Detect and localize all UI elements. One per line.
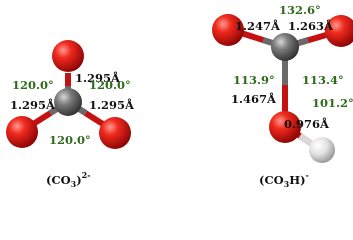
- carbonate-carbon: [54, 88, 82, 116]
- bicarbonate-oxygen-right: [325, 15, 353, 47]
- bicarbonate-bond-right-label: 1.263Å: [288, 19, 334, 33]
- bicarbonate-bond-left-label: 1.247Å: [235, 19, 281, 33]
- bicarbonate-angle-left-label: 113.9°: [233, 73, 275, 87]
- carbonate-bond-left-label: 1.295Å: [10, 98, 56, 112]
- bicarbonate-molecule: 132.6° 1.247Å 1.263Å 113.9° 113.4° 1.467…: [212, 3, 353, 189]
- bicarbonate-caption: (CO3H)-: [259, 170, 309, 189]
- molecule-figure: 1.295Å 1.295Å 1.295Å 120.0° 120.0° 120.0…: [6, 3, 353, 189]
- bicarbonate-bond-lower-label: 1.467Å: [231, 92, 277, 106]
- carbonate-angle-right-label: 120.0°: [89, 78, 131, 92]
- carbonate-oxygen-top: [52, 40, 84, 72]
- bicarbonate-carbon: [271, 33, 299, 61]
- carbonate-oxygen-right: [99, 117, 131, 149]
- bicarbonate-oxygen-hydroxyl: [269, 111, 301, 143]
- bicarbonate-angle-top-label: 132.6°: [279, 3, 321, 17]
- carbonate-bond-top-label: 1.295Å: [75, 71, 121, 85]
- bicarbonate-hydrogen: [309, 137, 335, 163]
- carbonate-angle-bottom-label: 120.0°: [49, 133, 91, 147]
- molecule-diagram: 1.295Å 1.295Å 1.295Å 120.0° 120.0° 120.0…: [6, 3, 353, 189]
- bicarbonate-oxygen-left: [212, 14, 244, 46]
- bicarbonate-bond-oh-label: 0.976Å: [284, 117, 330, 131]
- carbonate-caption: (CO3)2-: [46, 170, 91, 189]
- bicarbonate-angle-right-label: 113.4°: [302, 73, 344, 87]
- bicarbonate-angle-oh-label: 101.2°: [312, 96, 353, 110]
- carbonate-angle-left-label: 120.0°: [12, 78, 54, 92]
- carbonate-bond-right-label: 1.295Å: [89, 98, 135, 112]
- carbonate-molecule: 1.295Å 1.295Å 1.295Å 120.0° 120.0° 120.0…: [6, 40, 135, 189]
- carbonate-oxygen-left: [6, 116, 38, 148]
